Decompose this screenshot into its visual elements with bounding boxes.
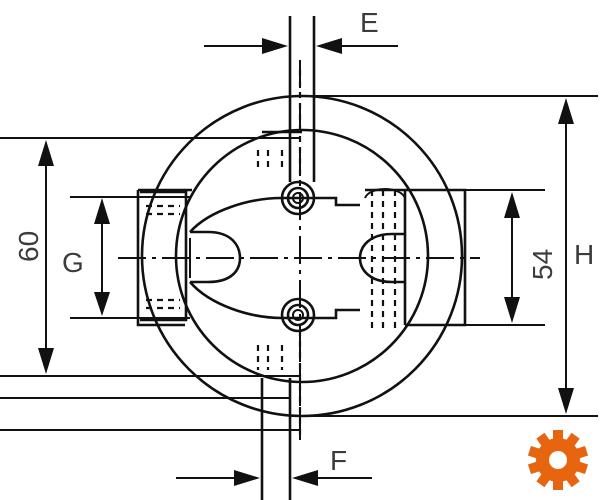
right-nose <box>358 188 406 330</box>
label-e: E <box>360 7 379 38</box>
dimension-h <box>558 98 574 414</box>
dimension-e <box>204 38 398 54</box>
extension-lines <box>0 95 598 431</box>
label-g: G <box>62 247 84 278</box>
dimension-f <box>176 470 372 486</box>
label-60: 60 <box>13 231 44 262</box>
label-54: 54 <box>527 249 558 280</box>
label-f: F <box>330 445 347 476</box>
label-h: H <box>574 239 594 270</box>
screw-bottom <box>280 297 316 333</box>
dimension-54 <box>504 192 520 323</box>
dimension-60 <box>38 140 54 374</box>
gear-icon <box>527 430 589 490</box>
screw-top <box>280 180 316 216</box>
center-lines <box>118 60 480 440</box>
body-block <box>136 188 467 327</box>
dimension-g <box>94 198 110 316</box>
